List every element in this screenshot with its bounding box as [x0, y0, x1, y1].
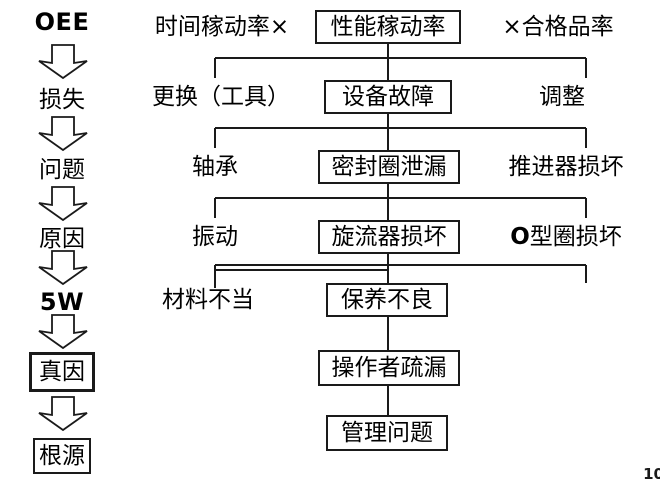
down-arrow-icon	[38, 186, 88, 222]
stage-box-真因: 真因	[29, 352, 95, 392]
node-row-oee-right: ×合格品率	[488, 10, 628, 44]
node-row-root-center: 管理问题	[326, 415, 448, 451]
node-label: 操作者疏漏	[331, 354, 447, 381]
stage-box-label: 真因	[39, 358, 85, 385]
node-label: 更换（工具）	[152, 83, 290, 110]
node-row-loss-right: 调整	[529, 80, 595, 114]
stage-label-5W: 5W	[39, 288, 85, 316]
stage-column: OEE 损失问题原因 5W 真因根源	[0, 0, 130, 487]
node-row-problem-right: 推进器损坏	[496, 150, 636, 184]
node-row-oee-center: 性能稼动率	[315, 10, 461, 44]
node-row-cause-right: O型圈损坏	[500, 220, 632, 254]
down-arrow-icon	[38, 314, 88, 350]
node-label: 保养不良	[341, 286, 433, 313]
node-row-oee-left: 时间稼动率×	[142, 10, 302, 44]
node-label: 密封圈泄漏	[331, 153, 447, 180]
node-label: 性能稼动率	[330, 13, 446, 40]
stage-label-问题: 问题	[39, 157, 85, 183]
node-label: 时间稼动率×	[154, 13, 290, 40]
node-label-prefix: O	[510, 223, 530, 250]
arrow-shape	[38, 396, 88, 432]
node-label: 振动	[192, 223, 238, 250]
page-number: 10	[643, 465, 660, 483]
stage-box-根源: 根源	[33, 438, 91, 474]
node-label: 调整	[539, 83, 585, 110]
node-row-cause-center: 旋流器损坏	[318, 220, 460, 254]
node-label: 设备故障	[342, 83, 434, 110]
node-row-problem-left: 轴承	[182, 150, 248, 184]
node-row-5w-left: 材料不当	[148, 283, 268, 317]
arrow-shape	[38, 186, 88, 222]
down-arrow-icon	[38, 250, 88, 286]
node-label: 轴承	[192, 153, 238, 180]
node-label: 旋流器损坏	[331, 223, 447, 250]
node-label: 材料不当	[162, 286, 254, 313]
node-label: 推进器损坏	[508, 153, 624, 180]
arrow-shape	[38, 44, 88, 80]
node-row-problem-center: 密封圈泄漏	[318, 150, 460, 184]
stage-box-label: 根源	[39, 442, 85, 469]
node-row-cause-left: 振动	[182, 220, 248, 254]
node-label: O型圈损坏	[510, 223, 622, 250]
node-row-5w-center: 保养不良	[326, 283, 448, 317]
arrow-shape	[38, 116, 88, 152]
down-arrow-icon	[38, 396, 88, 432]
arrow-shape	[38, 314, 88, 350]
node-row-loss-left: 更换（工具）	[133, 80, 309, 114]
down-arrow-icon	[38, 116, 88, 152]
arrow-shape	[38, 250, 88, 286]
node-row-loss-center: 设备故障	[324, 80, 452, 114]
stage-label-原因: 原因	[39, 226, 85, 252]
node-label: 管理问题	[341, 419, 433, 446]
node-label: ×合格品率	[502, 13, 614, 40]
stage-label-OEE: OEE	[34, 8, 90, 36]
node-row-true-cause-center: 操作者疏漏	[318, 350, 460, 386]
stage-label-损失: 损失	[39, 87, 85, 113]
down-arrow-icon	[38, 44, 88, 80]
